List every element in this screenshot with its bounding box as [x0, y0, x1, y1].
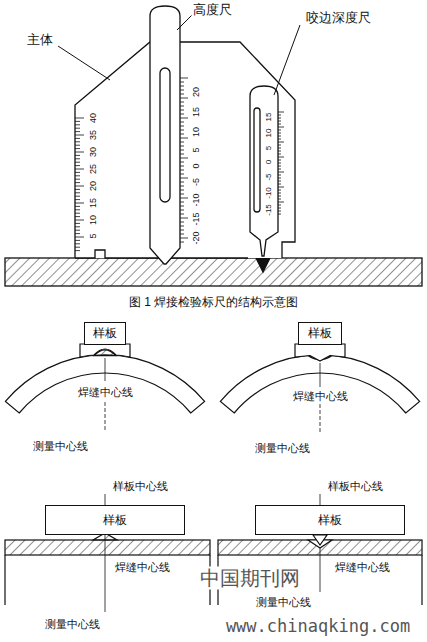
weld-bead [256, 258, 270, 272]
template-box: 样板 [45, 505, 185, 535]
node-text: 样板 [308, 325, 332, 342]
leader-line [274, 25, 300, 95]
line-label: 测量中心线 [32, 440, 89, 453]
scale-number: -10 [191, 192, 201, 207]
leader-line [177, 15, 192, 30]
height-ruler [150, 6, 180, 264]
line-label: 焊缝中心线 [334, 561, 391, 574]
node-text: 样板 [318, 512, 342, 529]
plate [5, 540, 210, 555]
line-label: 焊缝中心线 [77, 386, 134, 399]
template-box: 样板 [84, 322, 126, 345]
scale-number: -10 [264, 186, 273, 200]
center-line [320, 494, 321, 505]
node-text: 样板 [103, 512, 127, 529]
scale-number: 10 [191, 126, 201, 138]
line-label: 焊缝中心线 [114, 561, 171, 574]
watermark: 中国期刊网 [199, 567, 301, 590]
leader-line [58, 46, 110, 80]
line-label: 测量中心线 [44, 618, 101, 631]
line-label: 样板中心线 [112, 480, 169, 493]
scale-number: -5 [191, 177, 201, 187]
scale-number: -15 [264, 203, 273, 217]
ruler-slot [254, 108, 260, 212]
scale-number: 5 [264, 145, 273, 151]
center-line [320, 548, 321, 592]
scale-number: 40 [88, 112, 98, 124]
template-tip [313, 535, 327, 545]
ruler-slot [160, 68, 170, 202]
center-line [105, 358, 106, 381]
scale-number: 15 [264, 112, 273, 123]
part-name: 主体 [26, 33, 54, 48]
center-line [105, 494, 106, 505]
scale-number: -15 [191, 211, 201, 226]
figure-caption: 图 1 焊接检验标尺的结构示意图 [0, 294, 427, 311]
base-plate [5, 258, 422, 286]
watermark: www.chinaqking.com [225, 617, 411, 637]
scale-number: 15 [88, 197, 98, 209]
scale-number: -5 [264, 172, 273, 181]
scale-number: 10 [264, 128, 273, 139]
scale-number: 35 [88, 129, 98, 141]
undercut-ruler [250, 86, 278, 256]
line-label: 测量中心线 [254, 442, 311, 455]
main-body [75, 42, 295, 258]
center-line [105, 402, 106, 430]
scale-number: 15 [191, 106, 201, 118]
gauge-drawing [5, 6, 422, 286]
scale-number: 5 [88, 232, 98, 239]
scale-number: 10 [88, 214, 98, 226]
line-label: 样板中心线 [327, 480, 384, 493]
scale-number: 30 [88, 146, 98, 158]
template-box: 样板 [298, 322, 342, 345]
center-line [320, 404, 321, 432]
part-name: 高度尺 [192, 3, 233, 18]
scale-number: 20 [88, 180, 98, 192]
scale-number: 20 [191, 86, 201, 98]
node-text: 样板 [93, 325, 117, 342]
scale-number: 5 [191, 146, 201, 153]
plate-edge [5, 555, 210, 605]
scale-number: 0 [264, 159, 273, 165]
scale-number: 0 [191, 162, 201, 169]
part-name: 咬边深度尺 [305, 11, 372, 26]
line-label: 焊缝中心线 [292, 390, 349, 403]
center-line [105, 535, 106, 612]
line-label: 测量中心线 [255, 596, 312, 609]
scale-number: -20 [191, 230, 201, 245]
center-line [320, 363, 321, 387]
template-shoe [80, 344, 130, 357]
template-sketches [5, 344, 422, 612]
template-box: 样板 [255, 505, 405, 535]
template-shoe [295, 344, 345, 361]
scale-number: 25 [88, 163, 98, 175]
